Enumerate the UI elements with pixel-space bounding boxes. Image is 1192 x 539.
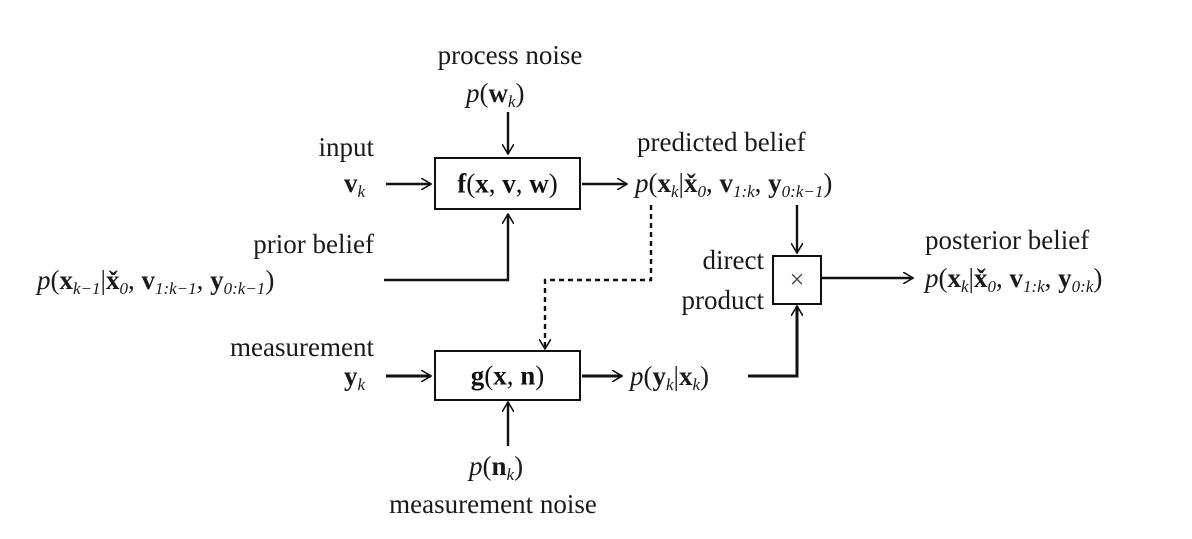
prior-belief-pdf: p(xk−1|x̌0, v1:k−1, y0:k−1) xyxy=(37,265,275,298)
measurement-noise-label: measurement noise xyxy=(389,489,597,519)
input-symbol: vk xyxy=(344,168,366,201)
measurement-symbol: yk xyxy=(344,361,366,394)
posterior-belief-pdf: p(xk|x̌0, v1:k, y0:k) xyxy=(925,263,1103,296)
predicted-belief-pdf: p(xk|x̌0, v1:k, y0:k−1) xyxy=(635,168,833,201)
product-label: product xyxy=(681,285,764,315)
observation-model-box: g(x, n) xyxy=(434,350,581,401)
process-noise-pdf: p(wk) xyxy=(466,78,525,111)
input-label: input xyxy=(318,132,374,162)
dashed-predicted-to-g-arrow xyxy=(545,205,653,349)
predicted-belief-label: predicted belief xyxy=(637,127,806,157)
times-symbol: × xyxy=(789,265,805,294)
motion-model-label: f(x, v, w) xyxy=(457,168,558,198)
motion-model-box: f(x, v, w) xyxy=(434,157,581,210)
prior-belief-label: prior belief xyxy=(253,229,374,259)
product-box: × xyxy=(772,255,822,305)
measurement-noise-pdf: p(nk) xyxy=(469,451,524,484)
prior-belief-arrow xyxy=(384,214,508,282)
direct-label: direct xyxy=(702,245,764,275)
observation-model-label: g(x, n) xyxy=(470,360,545,390)
measurement-likelihood-pdf: p(yk|xk) xyxy=(630,361,709,394)
posterior-belief-label: posterior belief xyxy=(925,225,1090,255)
measurement-label: measurement xyxy=(230,332,374,362)
process-noise-label: process noise xyxy=(437,40,583,70)
likelihood-to-product-arrow xyxy=(748,306,797,378)
